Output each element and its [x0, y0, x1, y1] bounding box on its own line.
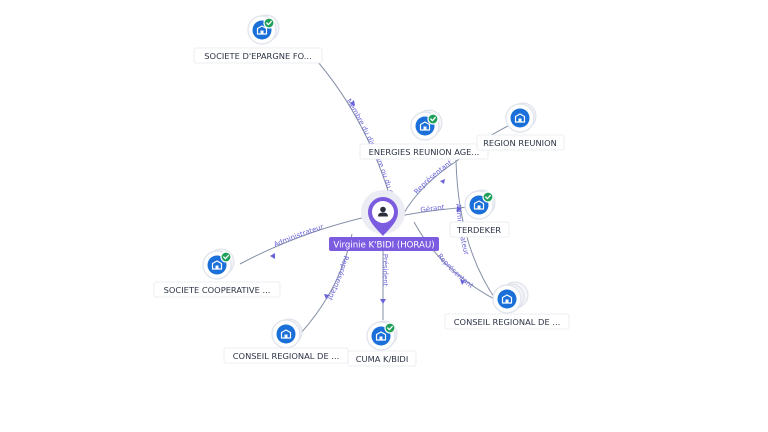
entity-node-n8[interactable] [492, 281, 529, 314]
edge-label-n7: Président [381, 254, 389, 287]
entity-node-n3[interactable] [505, 102, 537, 133]
entity-label-n7: CUMA K/BIDI [347, 350, 417, 367]
edge-label-n4: Gérant [420, 203, 445, 214]
edge-label-n8-b: Représentant [436, 252, 475, 290]
arrow-icon [350, 100, 355, 106]
arrow-icon [457, 206, 462, 212]
arrow-icon [380, 299, 386, 304]
svg-text:SOCIETE D'EPARGNE FO...: SOCIETE D'EPARGNE FO... [204, 51, 311, 61]
center-person-node[interactable] [361, 190, 405, 236]
entity-node-n5[interactable] [202, 248, 235, 280]
edge-to-n5 [239, 215, 371, 265]
building-icon [211, 260, 223, 270]
entity-node-n4[interactable] [464, 189, 496, 220]
svg-text:REGION REUNION: REGION REUNION [483, 138, 557, 148]
verified-check-icon [427, 113, 439, 125]
entity-label-n3: REGION REUNION [476, 134, 565, 151]
arrow-icon [440, 179, 445, 184]
entity-label-n4: TERDEKER [449, 221, 510, 238]
building-icon [419, 121, 431, 131]
person-icon [378, 206, 388, 217]
entity-label-n5: SOCIETE COOPERATIVE ... [153, 281, 281, 298]
edge-label-n1: Membre du directoire ou du conseil de su… [0, 0, 404, 225]
entity-node-n1[interactable] [247, 14, 280, 45]
entity-label-n6: CONSEIL REGIONAL DE ... [223, 347, 349, 364]
verified-check-icon [220, 251, 232, 263]
entity-node-n7[interactable] [366, 320, 398, 351]
building-icon [280, 329, 292, 339]
arrow-icon [460, 279, 465, 285]
building-icon [473, 200, 485, 210]
edge-label-n5: Administrateur [273, 223, 325, 249]
entity-node-n6[interactable] [271, 318, 303, 349]
svg-text:CONSEIL REGIONAL DE ...: CONSEIL REGIONAL DE ... [454, 317, 560, 327]
edge-label-n2: Représentant [413, 159, 454, 196]
verified-check-icon [482, 191, 494, 203]
entity-node-n2[interactable] [410, 109, 443, 141]
arrow-icon [324, 294, 330, 299]
verified-check-icon [263, 17, 275, 29]
svg-text:ENERGIES REUNION AGE...: ENERGIES REUNION AGE... [369, 147, 480, 157]
edge-to-n4 [399, 206, 471, 217]
edge-to-n8-b [413, 221, 497, 301]
building-icon [514, 113, 526, 123]
arrow-icon [270, 253, 275, 259]
verified-check-icon [384, 322, 396, 334]
building-icon [375, 331, 387, 341]
svg-text:SOCIETE COOPERATIVE ...: SOCIETE COOPERATIVE ... [164, 285, 271, 295]
svg-text:Virginie K'BIDI (HORAU): Virginie K'BIDI (HORAU) [333, 241, 434, 251]
edge-to-n8-a [455, 159, 497, 301]
svg-text:TERDEKER: TERDEKER [456, 225, 501, 235]
entity-label-n1: SOCIETE D'EPARGNE FO... [193, 47, 323, 64]
entity-label-n2: ENERGIES REUNION AGE... [359, 143, 489, 160]
svg-text:CONSEIL REGIONAL DE ...: CONSEIL REGIONAL DE ... [233, 351, 339, 361]
entity-label-n8: CONSEIL REGIONAL DE ... [444, 313, 570, 330]
svg-text:CUMA K/BIDI: CUMA K/BIDI [356, 354, 409, 364]
building-icon [256, 25, 268, 35]
center-person-label: Virginie K'BIDI (HORAU) [329, 237, 439, 251]
building-icon [501, 294, 513, 304]
